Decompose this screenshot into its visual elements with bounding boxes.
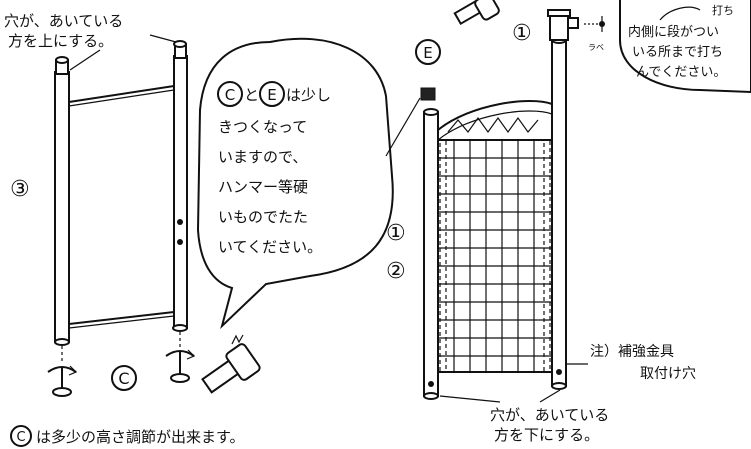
step-1-marker: ① [386, 221, 406, 246]
bottom-right-note-line1: 穴が、あいている [490, 406, 609, 424]
step-2-marker: ② [386, 259, 406, 284]
top-left-note-line2: 方を上にする。 [8, 32, 113, 50]
left-post [54, 71, 70, 343]
step-3-marker: ③ [10, 177, 30, 202]
bubble-line4: ハンマー等硬 [218, 178, 308, 196]
gate-right-post [551, 39, 567, 387]
gate-left-post-bottom [423, 392, 439, 400]
bubble-line5: いものでたた [218, 208, 308, 226]
part-c-circled-marker [10, 425, 32, 447]
left-post-bottom-end [54, 338, 70, 346]
top-right-note-line3: んでください。 [636, 65, 726, 80]
gate-arch-inner [437, 110, 553, 141]
bubble-line1-mid: と [244, 86, 259, 104]
step-1-top-marker: ① [512, 21, 532, 46]
gate-right-hole [556, 369, 562, 375]
bottom-crossbar [68, 311, 175, 325]
reinforcement-note-line2: 取付け穴 [640, 366, 696, 382]
arch-lattice [447, 116, 539, 134]
note-leader [69, 49, 101, 71]
top-crossbar [68, 85, 175, 103]
bottom-note-leader [539, 389, 561, 403]
right-post [173, 55, 188, 329]
bubble-part-c-label: C [225, 86, 235, 104]
right-post-bottom-end [172, 324, 188, 332]
hammer-icon [201, 334, 261, 394]
gate-left-hole [428, 381, 434, 387]
reinforcement-note-line1: 注）補強金具 [590, 344, 674, 360]
bottom-crossbar-edge [68, 315, 175, 329]
part-e-marker [415, 39, 441, 65]
right-post-top-end [173, 40, 187, 48]
bubble-line1-end: は少し [286, 86, 331, 104]
part-e-label: E [423, 44, 432, 62]
bubble-line3: いますので、 [218, 148, 307, 166]
top-connector-side [567, 17, 579, 29]
part-c-marker [111, 365, 137, 391]
left-frame-assembly: C [47, 34, 261, 397]
top-right-partial: 打ち [712, 3, 734, 17]
adjuster-foot-right [165, 349, 196, 383]
hammer-top-icon [453, 0, 500, 26]
bubble-part-c-marker [217, 81, 243, 107]
part-c-label: C [118, 369, 129, 388]
top-right-note-bubble: 打ち 内側に段がつい いる所まで打ち んでください。 [619, 0, 751, 94]
mesh-horizontals [438, 157, 552, 357]
post-hole [177, 239, 183, 245]
left-post-top-end [55, 56, 69, 64]
bubble-line2: きつくなって [218, 118, 307, 136]
part-e-cap [420, 87, 436, 101]
bottom-left-note: は多少の高さ調節が出来ます。 [36, 428, 245, 446]
mesh-verticals [453, 140, 535, 372]
bubble-part-e-marker [259, 81, 285, 107]
mesh-side-strip-right [543, 139, 551, 373]
top-crossbar-edge [68, 89, 175, 107]
gate-right-post-bottom [551, 382, 567, 390]
part-c-circled-label: C [16, 430, 25, 445]
top-connector-cap [547, 9, 571, 17]
mesh-side-strip-left [439, 139, 447, 373]
note-leader [149, 34, 177, 43]
adjuster-foot-left [47, 365, 78, 397]
bottom-note-leader [439, 395, 501, 403]
gate-left-post-top [423, 108, 439, 116]
top-right-note-line2: いる所まで打ち [632, 45, 723, 60]
speech-bubble: C と E は少し きつくなって いますので、 ハンマー等硬 いものでたた いて… [196, 37, 394, 330]
small-label: ラベ [588, 43, 604, 52]
gate-arch [437, 100, 553, 131]
mesh-panel-frame [437, 139, 553, 373]
gate-panel-assembly: E [385, 0, 696, 444]
top-left-note-line1: 穴が、あいている [4, 12, 123, 30]
gate-left-post [423, 111, 439, 397]
top-connector [549, 13, 569, 41]
bottom-right-note-line2: 方を下にする。 [494, 426, 599, 444]
screw-icon [584, 16, 605, 32]
top-right-note-line1: 内側に段がつい [628, 24, 719, 40]
e-leader [385, 97, 421, 157]
bubble-part-e-label: E [267, 86, 276, 104]
post-hole [177, 219, 183, 225]
bubble-line6: いてください。 [218, 238, 322, 256]
